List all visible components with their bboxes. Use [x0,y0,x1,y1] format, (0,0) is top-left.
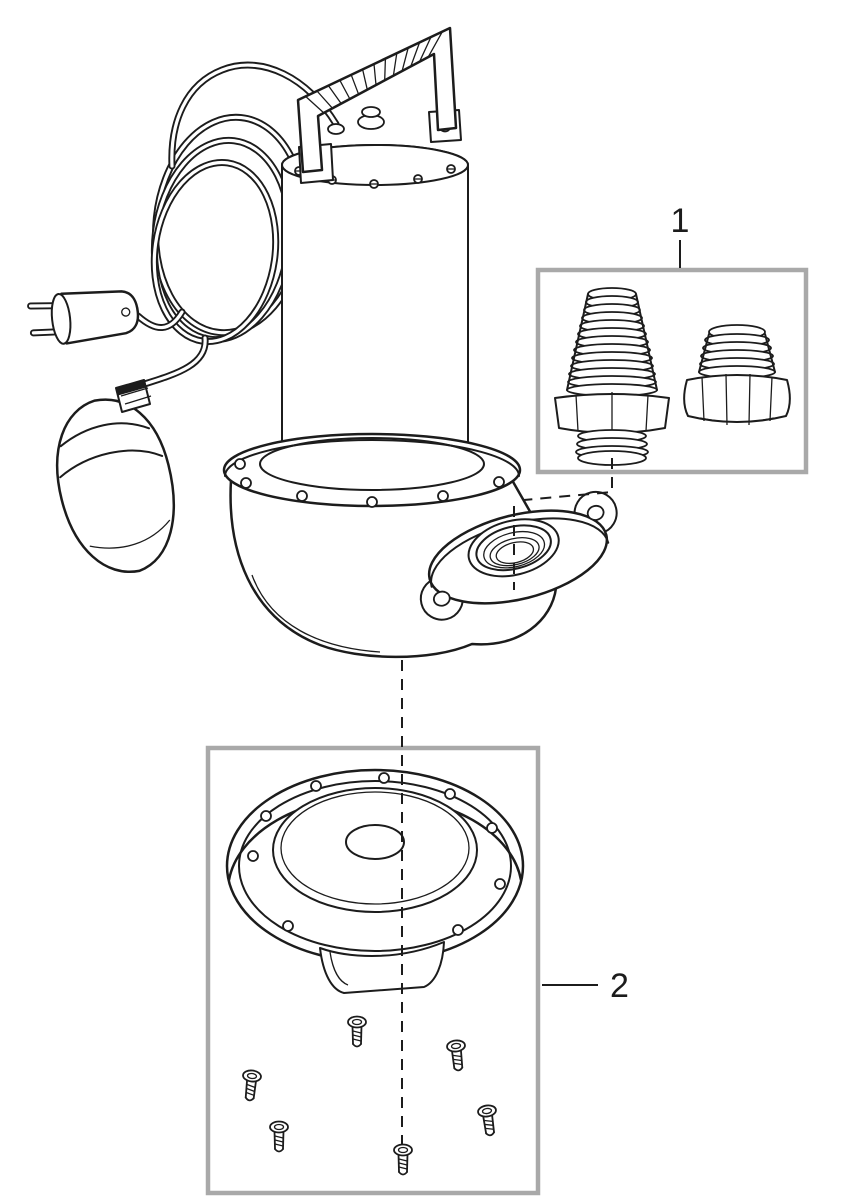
pump-illustration [222,26,618,659]
lid-cap-top [361,106,381,118]
plate-inner-rim [238,780,512,952]
nut-bottom-edge [699,417,775,423]
volute-bottom-seam [251,574,381,653]
cable-gland [327,123,345,135]
float-seam-upper [59,449,164,479]
pump-handle [296,26,458,174]
adapter-nut [683,324,791,426]
float-gland-band [115,379,147,396]
pump-casing [222,432,558,659]
nut-knurling [701,373,773,426]
plug-face [50,292,72,345]
power-cable [128,61,340,392]
float-seam-lower [89,519,171,549]
nut-thread-outline [698,333,776,373]
outlet-thread-3 [489,537,540,567]
outlet-flange [419,490,618,621]
float-gland-ribs [120,387,152,405]
outlet-thread-2 [483,530,546,569]
float-seam-top [59,422,151,448]
plug-cable-entry [121,307,131,317]
plate-dome-inner [280,791,470,905]
outlet-ear-hole-left [432,590,451,607]
hex-facets [575,392,649,434]
nut-collar [683,374,791,423]
handle-arch [296,26,458,174]
power-plug [27,290,140,345]
plate-front-tab [319,941,445,994]
plate-tab-detail [329,951,349,986]
outlet-thread-1 [475,524,552,572]
outlet-ear-hole-right [586,504,605,521]
callout-label-1: 1 [671,202,690,240]
callout-label-2: 2 [610,967,629,1005]
plate-center-hole [345,824,405,860]
base-plate [225,768,525,994]
float-body [55,398,175,574]
outlet-thread-4 [495,541,535,565]
flange-bolts [234,458,505,508]
motor-body [281,144,469,471]
casing-flange-inner [259,437,485,491]
float-switch [55,379,175,574]
plate-screw-holes [247,772,506,936]
adapter-taper-outline [566,293,658,391]
casing-flange [222,432,522,508]
handle-grip-hatching [305,31,443,114]
